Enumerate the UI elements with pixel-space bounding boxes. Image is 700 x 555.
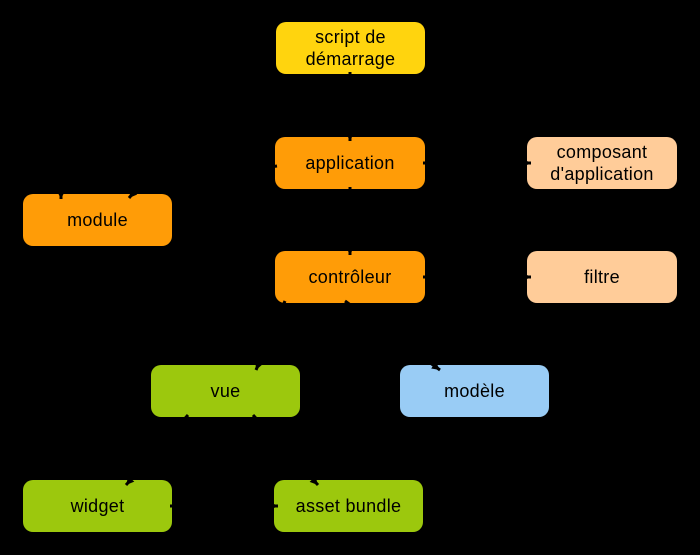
node-application-component-label: composant d'application (550, 142, 654, 184)
node-filter: filtre (527, 251, 677, 303)
node-asset-bundle: asset bundle (274, 480, 423, 532)
node-model: modèle (400, 365, 549, 417)
node-controller: contrôleur (275, 251, 425, 303)
node-application-component: composant d'application (527, 137, 677, 189)
node-widget-label: widget (70, 496, 125, 516)
node-module: module (23, 194, 172, 246)
node-view-label: vue (210, 381, 241, 401)
node-widget: widget (23, 480, 172, 532)
node-application-label: application (305, 153, 395, 173)
node-entry-script: script de démarrage (276, 22, 425, 74)
node-view: vue (151, 365, 300, 417)
node-asset-bundle-label: asset bundle (295, 496, 402, 516)
node-application: application (275, 137, 425, 189)
node-model-label: modèle (444, 381, 505, 401)
node-module-label: module (67, 210, 128, 230)
node-filter-label: filtre (584, 267, 620, 287)
node-entry-script-label: script de démarrage (305, 27, 396, 69)
node-controller-label: contrôleur (308, 267, 392, 287)
